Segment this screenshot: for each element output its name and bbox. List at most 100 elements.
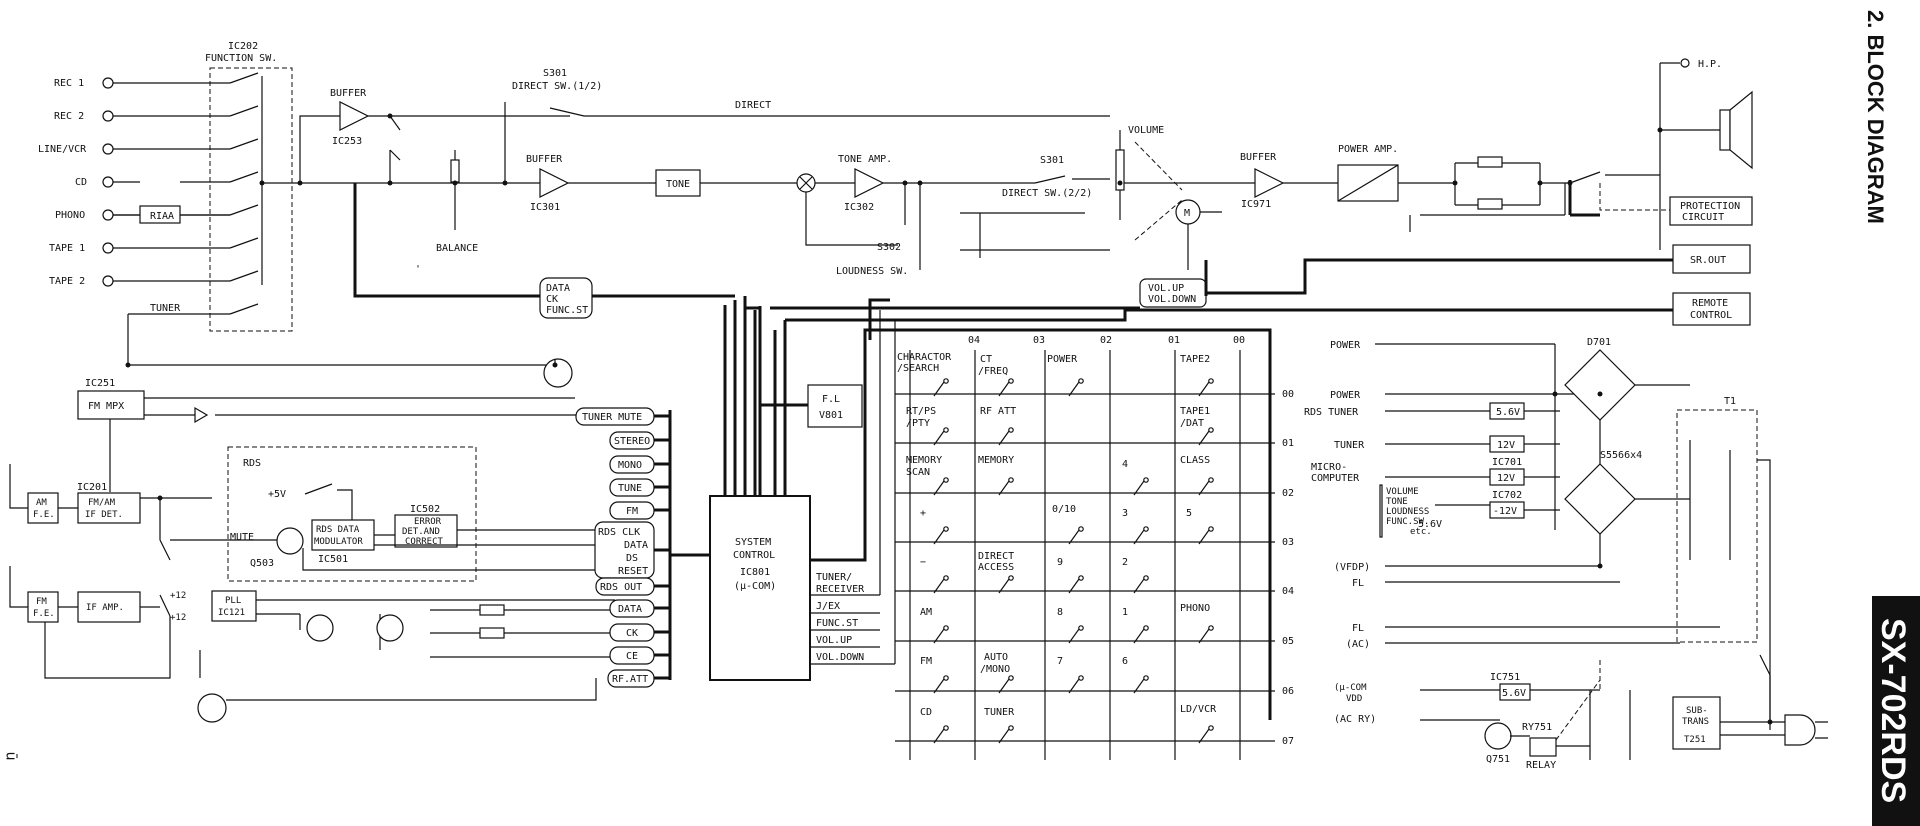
junction-dot [502, 180, 508, 186]
fm-am-if-label: FM/AM [88, 498, 116, 508]
am-fe-label: AM [36, 498, 47, 508]
junction-dot [452, 180, 458, 186]
key-contact-icon [943, 526, 949, 532]
tone-block [655, 169, 701, 197]
regulator-block [1499, 683, 1531, 701]
control-output-label: FUNC.ST [816, 618, 858, 629]
riaa-label: RIAA [150, 211, 174, 222]
junction-dot [1452, 180, 1458, 186]
buffer-label: BUFFER [526, 154, 563, 165]
key-label: + [920, 508, 926, 519]
data-bus: DATA CK FUNC.ST [353, 183, 1673, 500]
ps-output-label: COMPUTER [1311, 473, 1360, 484]
hp-label: H.P. [1698, 59, 1722, 70]
rds-label: RDS [243, 458, 261, 469]
key-label: /DAT [1180, 418, 1204, 429]
rds-data-label: MODULATOR [314, 537, 363, 547]
key-switch-icon [998, 728, 1010, 744]
key-switch-icon [1068, 529, 1080, 545]
ic251-label: IC251 [85, 378, 115, 389]
junction-dot [387, 180, 393, 186]
sys-label: (μ-COM) [734, 581, 776, 592]
input-jacks: REC 1 REC 2 LINE/VCR CD PHONO TAPE 1 TAP… [38, 77, 230, 365]
sub-trans-label: SUB- [1686, 706, 1708, 716]
key-label: AUTO [984, 652, 1008, 663]
ps-output-label: TONE [1386, 497, 1408, 507]
key-contact-icon [1008, 675, 1014, 681]
resistor [479, 604, 505, 616]
signal-label: CK [626, 628, 638, 639]
key-label: MEMORY [978, 455, 1014, 466]
ic502-label: IC502 [410, 504, 440, 515]
q751-transistor-icon [1484, 722, 1512, 750]
key-switch-icon [1068, 381, 1080, 397]
resistor [479, 627, 505, 639]
ps-output-label: (AC RY) [1334, 714, 1376, 725]
junction-dot [259, 180, 265, 186]
t1-label: T1 [1724, 396, 1736, 407]
key-label: /MONO [980, 664, 1010, 675]
key-contact-icon [943, 725, 949, 731]
key-switch-icon [998, 381, 1010, 397]
junction-dot [917, 180, 923, 186]
key-label: FM [920, 656, 932, 667]
diagram-title: 2. BLOCK DIAGRAM [1838, 10, 1898, 330]
pll-block [211, 590, 257, 622]
key-switch-icon [1068, 628, 1080, 644]
buffer-ic253-icon [339, 101, 370, 131]
key-label: 0/10 [1052, 504, 1076, 515]
key-label: /SEARCH [897, 363, 939, 374]
matrix-row-label: 01 [1282, 438, 1294, 449]
junction-dot [387, 113, 393, 119]
relay-block [1529, 737, 1557, 757]
key-switches [933, 378, 1214, 744]
input-label: REC 2 [54, 111, 84, 122]
sub-trans-block [1672, 696, 1721, 750]
data-bus-bubble [539, 277, 593, 319]
key-contact-icon [1078, 378, 1084, 384]
key-switch-icon [933, 430, 945, 446]
matrix-row-label: 00 [1282, 389, 1294, 400]
key-contact-icon [1008, 575, 1014, 581]
ic201-label: IC201 [77, 482, 107, 493]
key-contact-icon [1008, 477, 1014, 483]
signal-label: FM [626, 506, 638, 517]
ic202-label: IC202 [228, 41, 258, 52]
direct-label: DIRECT [735, 100, 771, 111]
matrix-row-label: 04 [1282, 586, 1294, 597]
sub-trans-label: TRANS [1682, 717, 1709, 727]
if-amp-label: IF AMP. [86, 603, 124, 613]
function-switch: IC202 FUNCTION SW. [205, 41, 300, 332]
key-label: DIRECT [978, 551, 1014, 562]
am-fe-label: F.E. [33, 510, 55, 520]
ic302-label: IC302 [844, 202, 874, 213]
key-label: SCAN [906, 467, 930, 478]
sys-label: IC801 [740, 567, 770, 578]
junction-dot [1552, 391, 1558, 397]
buffer-label: BUFFER [1240, 152, 1277, 163]
key-contact-icon [1008, 378, 1014, 384]
transistor-icon [306, 614, 334, 642]
key-label: MEMORY [906, 455, 942, 466]
input-label: TAPE 1 [49, 243, 85, 254]
key-label: − [920, 557, 926, 568]
plus5v-label: +5V [268, 489, 286, 500]
fm-mpx-label: FM MPX [88, 401, 124, 412]
buffer-ic971-icon [1254, 168, 1285, 198]
remote-control-block [1672, 292, 1751, 326]
jack-icon [102, 242, 114, 254]
error-correct-block [394, 514, 458, 548]
model-tab: SX-702RDS [1872, 596, 1920, 826]
ps-output-label: (AC) [1346, 639, 1370, 650]
loudness-sw-label: LOUDNESS SW. [836, 266, 908, 277]
key-contact-icon [1143, 625, 1149, 631]
signal-label: CE [626, 651, 638, 662]
rds-data-label: RDS DATA [316, 525, 360, 535]
key-label: RT/PS [906, 406, 936, 417]
signal-label: DATA [618, 604, 642, 615]
key-contact-icon [943, 378, 949, 384]
jack-icon [102, 275, 114, 287]
protection-block [1669, 196, 1753, 226]
matrix-row-label: 06 [1282, 686, 1294, 697]
junction-dot [1767, 719, 1773, 725]
